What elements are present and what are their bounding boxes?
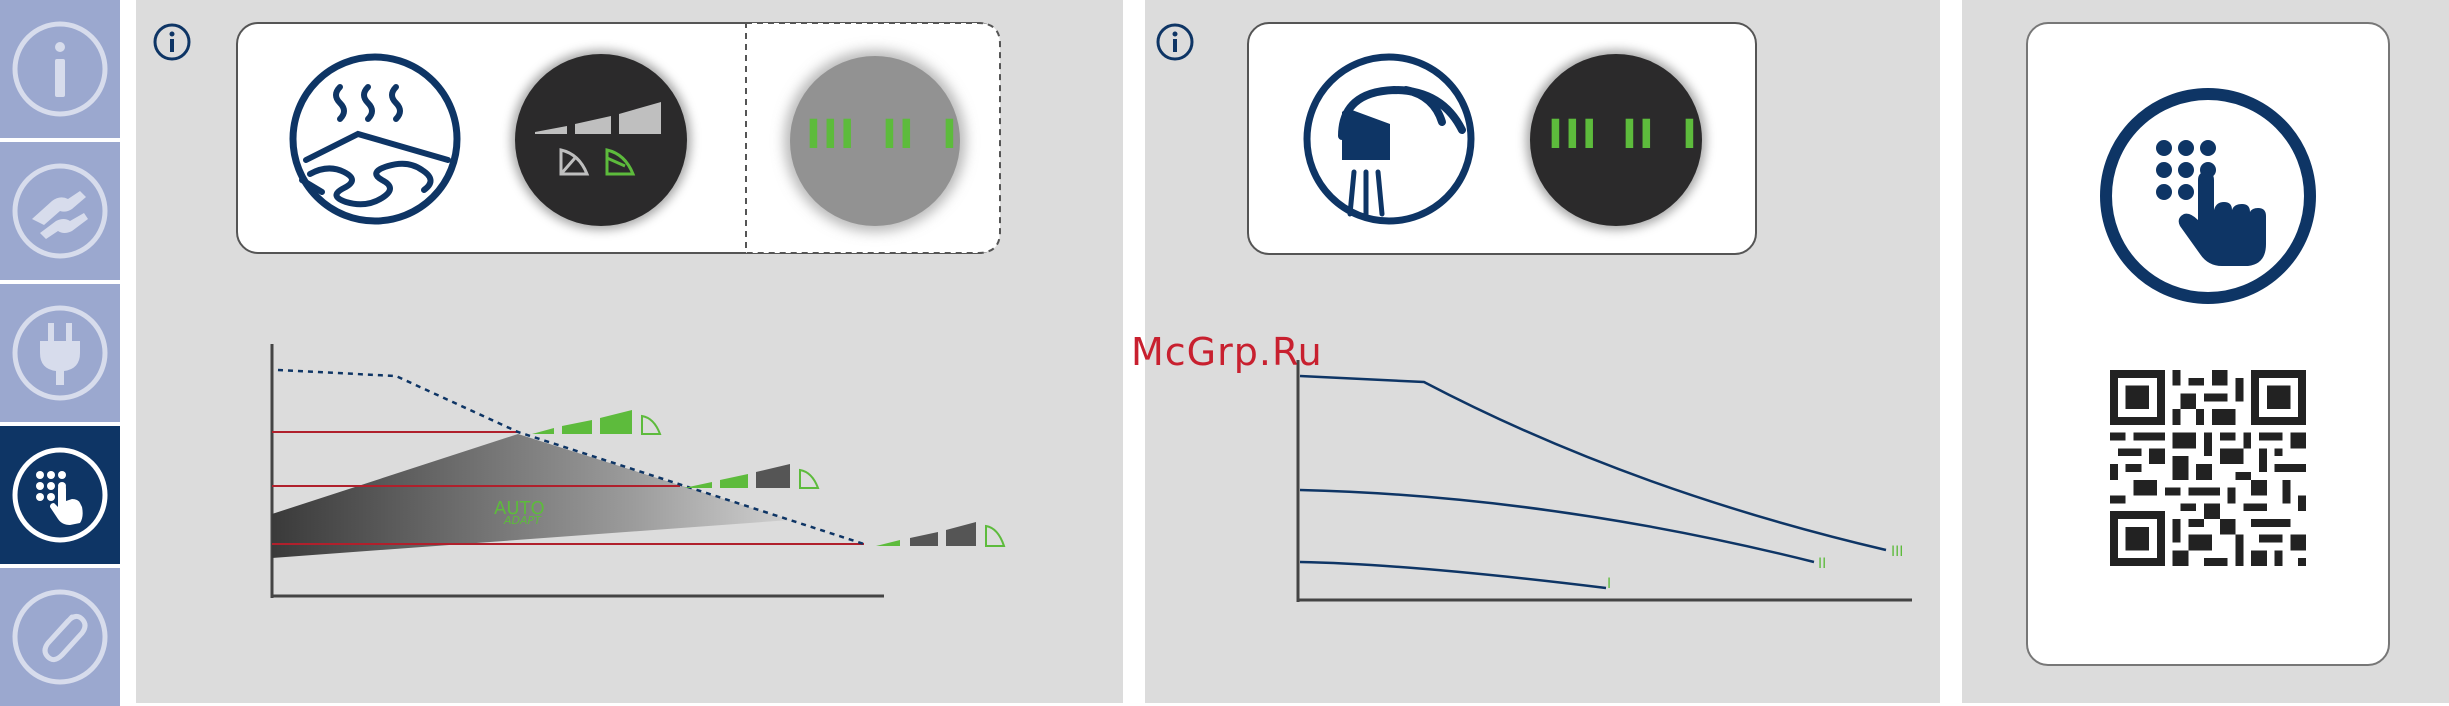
speed-mark-3: III: [806, 112, 857, 158]
speed-mark-3: III: [1548, 112, 1599, 158]
sidebar-tab-attachments[interactable]: [0, 568, 120, 706]
pump-curves-graph: [1290, 360, 1930, 610]
sidebar-tab-power[interactable]: [0, 284, 120, 422]
speed-indicator-icon: [515, 54, 687, 226]
info-icon: [1155, 22, 1195, 62]
panel-separator: [1940, 0, 1962, 703]
installation-hands-icon: [10, 161, 110, 261]
info-icon: [10, 19, 110, 119]
paperclip-icon: [10, 587, 110, 687]
underfloor-heating-icon: [288, 52, 462, 226]
sidebar-tab-keypad[interactable]: [0, 426, 120, 564]
curve-label-3: III: [1891, 544, 1903, 560]
speed-symbol-high: [532, 410, 660, 434]
hot-water-tap-icon: [1302, 52, 1476, 226]
info-icon: [152, 22, 192, 62]
touch-keypad-icon[interactable]: [2098, 86, 2318, 306]
speed-settings-icon: III II I: [1530, 112, 1702, 168]
curve-label-1: I: [1607, 576, 1611, 592]
speed-mark-1: I: [942, 112, 957, 158]
auto-adapt-graph: [250, 330, 1020, 610]
speed-mark-2: II: [1622, 112, 1656, 158]
qr-code-icon[interactable]: [2110, 370, 2306, 566]
touch-keypad-icon: [10, 445, 110, 545]
auto-adapt-area: [272, 434, 790, 558]
speed-settings-icon: III II I: [790, 112, 960, 168]
speed-mark-1: I: [1682, 112, 1697, 158]
speed-symbol-low: [876, 522, 1004, 546]
power-plug-icon: [10, 303, 110, 403]
curve-2: [1300, 490, 1814, 562]
curve-3: [1300, 376, 1886, 550]
speed-symbol-medium: [684, 464, 818, 488]
curve-label-2: II: [1818, 556, 1826, 572]
sidebar-tab-info[interactable]: [0, 0, 120, 138]
speed-mark-2: II: [882, 112, 916, 158]
sidebar-tab-installation[interactable]: [0, 142, 120, 280]
adapt-label: ADAPT: [504, 514, 541, 527]
watermark: McGrp.Ru: [1131, 330, 1323, 374]
curve-1: [1300, 562, 1606, 588]
